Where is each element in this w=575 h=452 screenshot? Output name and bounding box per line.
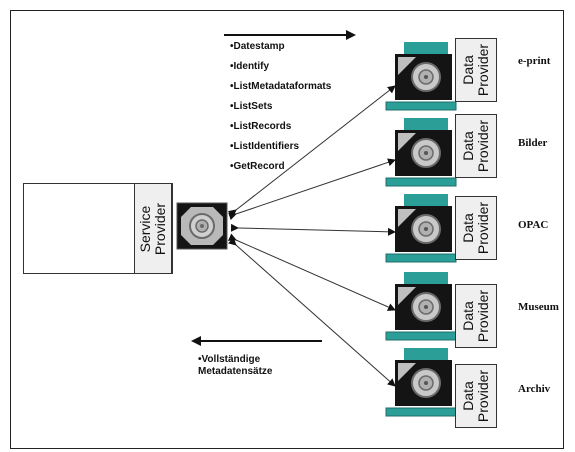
- data-provider-computer-icon: [385, 118, 457, 187]
- connection-lines: [227, 85, 396, 387]
- oai-verb-datestamp: •Datestamp: [230, 41, 285, 52]
- data-provider-name-museum: Museum: [518, 301, 559, 313]
- connection-line-opac: [230, 223, 396, 236]
- oai-verb-identify: •Identify: [230, 61, 270, 72]
- service-provider-label: Service Provider: [137, 202, 168, 255]
- data-provider-name-bilder: Bilder: [518, 137, 548, 149]
- connection-line-museum: [227, 233, 396, 311]
- data-provider-name-archiv: Archiv: [518, 383, 551, 395]
- oai-verb-listsets: •ListSets: [230, 101, 273, 112]
- oai-verb-listrecords: •ListRecords: [230, 121, 292, 132]
- request-arrow: [224, 30, 356, 40]
- service-provider-label-box: Service Provider: [134, 183, 172, 274]
- connection-line-archiv: [228, 237, 396, 387]
- data-provider-computer-icon: [385, 348, 457, 417]
- response-arrow: [191, 336, 322, 346]
- oai-verb-listidentifiers: •ListIdentifiers: [230, 141, 300, 152]
- oai-verb-getrecord: •GetRecord: [230, 161, 285, 172]
- data-provider-computer-icon: [385, 194, 457, 263]
- data-provider-computer-icon: [385, 272, 457, 341]
- data-provider-name-e-print: e-print: [518, 55, 551, 67]
- data-provider-computer-icon: [385, 42, 457, 111]
- data-provider-name-opac: OPAC: [518, 219, 549, 231]
- connection-line-bilder: [228, 158, 396, 221]
- response-label: •Vollständige Metadatensätze: [198, 354, 273, 377]
- oai-verb-listmetadataformats: •ListMetadataformats: [230, 81, 332, 92]
- service-provider-screen-icon: [176, 202, 228, 250]
